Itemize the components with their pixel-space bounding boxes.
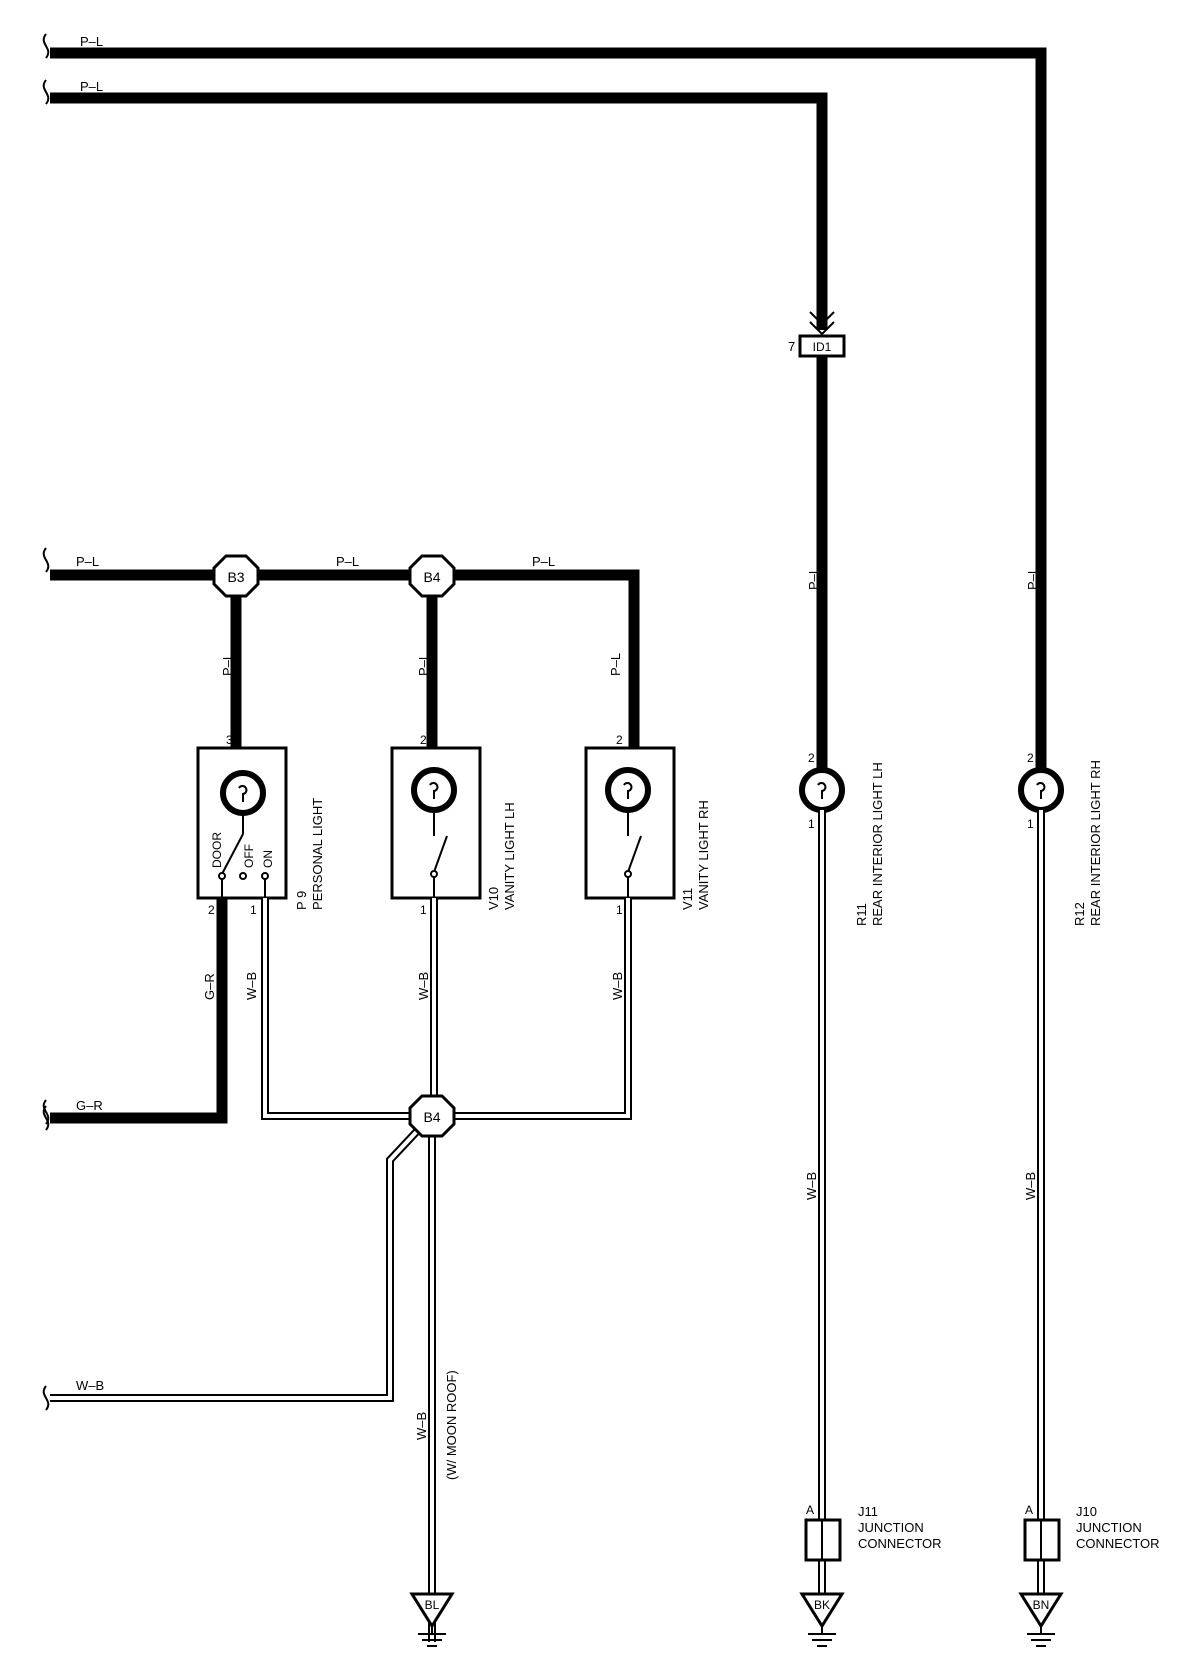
moonroof-note: (W/ MOON ROOF) (444, 1370, 459, 1480)
p9-pin-on: 1 (250, 903, 257, 917)
r12-code: R12 (1072, 902, 1087, 926)
v11-code: V11 (680, 888, 695, 910)
r11-code: R11 (854, 903, 869, 926)
p9-pin-door: 2 (208, 903, 215, 917)
junction-connector-j10: A J10 JUNCTION CONNECTOR (1023, 1503, 1160, 1562)
splice-b4-bottom: B4 (408, 1094, 456, 1138)
j11-pin: A (806, 1503, 814, 1517)
r11-pin-top: 2 (808, 751, 815, 765)
splice-b4-bottom-label: B4 (423, 1109, 440, 1125)
j10-code: J10 (1076, 1504, 1097, 1519)
ground-bl-icon: BL (409, 1592, 455, 1647)
v11-pin-bottom: 1 (616, 903, 623, 917)
r11-name: REAR INTERIOR LIGHT LH (870, 762, 885, 926)
p9-pos-door: DOOR (210, 832, 224, 868)
top-wire-1 (50, 47, 1047, 778)
j11-code: J11 (858, 1504, 878, 1519)
v10-code: V10 (486, 887, 501, 910)
ground-bn-icon: BN (1018, 1592, 1064, 1647)
ground-bk-icon: BK (799, 1592, 845, 1647)
v10-pin-bottom: 1 (420, 903, 427, 917)
j11-line1: JUNCTION (858, 1520, 924, 1535)
top-wire-1-label: P–L (80, 34, 103, 49)
v11-pin-top: 2 (616, 733, 623, 747)
door-feed-label: G–R (76, 1098, 103, 1113)
lower-break-marks (42, 1105, 50, 1411)
j10-line1: JUNCTION (1076, 1520, 1142, 1535)
splice-b3-label: B3 (227, 569, 244, 585)
wire-break-marks (42, 33, 50, 1125)
j10-pin: A (1025, 1503, 1033, 1517)
feed-mid-label: P–L (336, 554, 359, 569)
feed-left-label: P–L (76, 554, 99, 569)
r11-ground-label: W–B (804, 1172, 819, 1200)
drop-rh-label: P–L (608, 653, 623, 676)
drop-b4-label: P–L (416, 653, 431, 676)
p9-pos-on: ON (261, 850, 275, 868)
top-wire-2-label: P–L (80, 79, 103, 94)
v11-ground-label: W–B (610, 972, 625, 1000)
p9-pos-off: OFF (242, 844, 256, 868)
v10-name: VANITY LIGHT LH (502, 802, 517, 910)
ground-bl-label: BL (425, 1598, 440, 1612)
j11-line2: CONNECTOR (858, 1536, 942, 1551)
connector-id1-pin: 7 (788, 339, 795, 354)
junction-connector-j11: A J11 JUNCTION CONNECTOR (804, 1503, 942, 1562)
j10-line2: CONNECTOR (1076, 1536, 1160, 1551)
drop-b3-label: P–L (220, 653, 235, 676)
ground-wiring (50, 810, 1045, 1642)
feed-right-label: P–L (532, 554, 555, 569)
r12-ground-label: W–B (1023, 1172, 1038, 1200)
r11-supply-label: P–L (806, 567, 821, 590)
door-switch-wire (50, 898, 228, 1124)
r11-pin-bottom: 1 (808, 817, 815, 831)
r12-supply-label: P–L (1025, 567, 1040, 590)
top-wire-2 (50, 92, 828, 330)
r11-rear-interior-light-lh: 2 1 R11 REAR INTERIOR LIGHT LH (799, 751, 885, 926)
p9-personal-light: DOOR OFF ON 3 2 1 P 9 PERSONAL LIGHT (196, 733, 325, 917)
splice-b4-top: B4 (408, 554, 456, 598)
v11-name: VANITY LIGHT RH (696, 800, 711, 910)
p9-name: PERSONAL LIGHT (310, 798, 325, 910)
r12-rear-interior-light-rh: 2 1 R12 REAR INTERIOR LIGHT RH (1018, 751, 1103, 926)
r12-pin-bottom: 1 (1027, 817, 1034, 831)
splice-b4-top-label: B4 (423, 569, 440, 585)
pl-feed-wire (50, 569, 640, 748)
door-wire-label: G–R (202, 973, 217, 1000)
v10-ground-label: W–B (416, 972, 431, 1000)
v10-vanity-light-lh: 2 1 V10 VANITY LIGHT LH (390, 733, 517, 917)
connector-id1-label: ID1 (813, 340, 832, 354)
p9-code: P 9 (294, 891, 309, 910)
p9-pin-top: 3 (226, 733, 233, 747)
moonroof-wire-label: W–B (414, 1412, 429, 1440)
v10-pin-top: 2 (420, 733, 427, 747)
connector-id1: ID1 7 (788, 311, 846, 358)
v11-vanity-light-rh: 2 1 V11 VANITY LIGHT RH (584, 733, 711, 917)
p9-ground-label: W–B (244, 972, 259, 1000)
r12-name: REAR INTERIOR LIGHT RH (1088, 760, 1103, 926)
ground-bn-label: BN (1033, 1598, 1050, 1612)
splice-b3: B3 (212, 554, 260, 598)
r12-pin-top: 2 (1027, 751, 1034, 765)
ground-feed-label: W–B (76, 1378, 104, 1393)
ground-bk-label: BK (814, 1598, 830, 1612)
